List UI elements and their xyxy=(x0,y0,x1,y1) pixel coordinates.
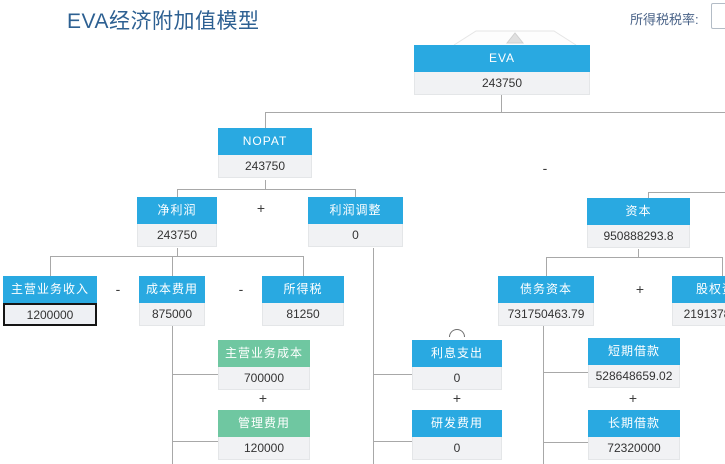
node-income-tax[interactable]: 所得税 81250 xyxy=(262,276,344,326)
connector-line xyxy=(303,256,304,276)
plus-operator: + xyxy=(256,200,266,216)
node-short-term-loan[interactable]: 短期借款 528648659.02 xyxy=(588,338,680,388)
connector-line xyxy=(177,189,355,190)
node-nopat[interactable]: NOPAT 243750 xyxy=(218,128,312,178)
connector-line xyxy=(638,249,639,257)
collapse-arrow-icon[interactable] xyxy=(450,28,580,46)
node-header: 长期借款 xyxy=(588,410,680,437)
minus-operator: - xyxy=(238,281,244,297)
plus-operator: + xyxy=(258,390,268,406)
node-header: 管理费用 xyxy=(218,410,310,437)
node-main-business-revenue[interactable]: 主营业务收入 1200000 xyxy=(3,276,97,326)
revenue-value-cell[interactable]: 1200000 xyxy=(3,303,97,326)
plus-operator: + xyxy=(628,390,638,406)
plus-operator: + xyxy=(635,281,645,297)
connector-line xyxy=(648,192,649,198)
node-value: 243750 xyxy=(414,72,590,95)
node-cost-expense[interactable]: 成本费用 875000 xyxy=(139,276,205,326)
node-admin-expense[interactable]: 管理费用 120000 xyxy=(218,410,310,460)
connector-line xyxy=(355,189,356,197)
node-value: 0 xyxy=(412,367,502,390)
node-value: 700000 xyxy=(218,367,310,390)
minus-operator: - xyxy=(115,281,121,297)
node-header: 净利润 xyxy=(137,197,217,224)
connector-line xyxy=(543,326,544,464)
connector-line xyxy=(648,192,725,193)
node-header: 资本 xyxy=(587,198,690,225)
node-value: 243750 xyxy=(218,155,312,178)
connector-line xyxy=(50,256,303,257)
node-value: 528648659.02 xyxy=(588,365,680,388)
connector-line xyxy=(546,257,547,276)
node-long-term-loan[interactable]: 长期借款 72320000 xyxy=(588,410,680,460)
connector-line xyxy=(177,189,178,197)
connector-line xyxy=(177,248,178,256)
node-header: 债务资本 xyxy=(498,276,594,303)
node-header: 短期借款 xyxy=(588,338,680,365)
node-value: 243750 xyxy=(137,224,217,247)
node-interest-expense[interactable]: 利息支出 0 xyxy=(412,340,502,390)
node-value: 0 xyxy=(412,437,502,460)
connector-line xyxy=(172,374,218,375)
node-debt-capital[interactable]: 债务资本 731750463.79 xyxy=(498,276,594,326)
node-header: 主营业务成本 xyxy=(218,340,310,367)
node-rd-expense[interactable]: 研发费用 0 xyxy=(412,410,502,460)
connector-line xyxy=(373,248,374,464)
node-capital[interactable]: 资本 950888293.8 xyxy=(587,198,690,248)
connector-line xyxy=(172,326,173,464)
node-net-profit[interactable]: 净利润 243750 xyxy=(137,197,217,247)
connector-line xyxy=(50,256,51,276)
node-main-business-cost[interactable]: 主营业务成本 700000 xyxy=(218,340,310,390)
node-header: 成本费用 xyxy=(139,276,205,303)
connector-line xyxy=(373,441,412,442)
connector-line xyxy=(543,372,588,373)
tax-rate-input[interactable] xyxy=(711,3,725,29)
connector-line xyxy=(172,441,218,442)
node-header: EVA xyxy=(414,45,590,72)
node-value: 219137830.01 xyxy=(672,303,725,326)
node-value: 72320000 xyxy=(588,437,680,460)
node-header: 研发费用 xyxy=(412,410,502,437)
connector-line xyxy=(265,112,266,128)
node-header: 利息支出 xyxy=(412,340,502,367)
collapse-indicator-icon[interactable] xyxy=(449,329,465,337)
node-value: 0 xyxy=(308,224,403,247)
node-eva[interactable]: EVA 243750 xyxy=(414,45,590,95)
node-value: 950888293.8 xyxy=(587,225,690,248)
page-title: EVA经济附加值模型 xyxy=(67,10,260,33)
minus-operator: - xyxy=(542,160,548,176)
node-header: 股权资本 xyxy=(672,276,725,303)
connector-line xyxy=(265,180,266,189)
connector-line xyxy=(265,112,725,113)
plus-operator: + xyxy=(452,390,462,406)
tax-rate-label: 所得税税率: xyxy=(630,12,699,27)
connector-line xyxy=(546,257,722,258)
node-value: 120000 xyxy=(218,437,310,460)
connector-line xyxy=(543,442,588,443)
node-value: 731750463.79 xyxy=(498,303,594,326)
node-header: 所得税 xyxy=(262,276,344,303)
node-header: 主营业务收入 xyxy=(3,276,97,303)
node-header: NOPAT xyxy=(218,128,312,155)
node-equity-capital[interactable]: 股权资本 219137830.01 xyxy=(672,276,725,326)
connector-line xyxy=(722,257,723,276)
connector-line xyxy=(172,256,173,276)
node-value: 81250 xyxy=(262,303,344,326)
node-value: 875000 xyxy=(139,303,205,326)
node-header: 利润调整 xyxy=(308,197,403,224)
connector-line xyxy=(501,95,502,112)
connector-line xyxy=(373,374,412,375)
node-profit-adjustment[interactable]: 利润调整 0 xyxy=(308,197,403,247)
